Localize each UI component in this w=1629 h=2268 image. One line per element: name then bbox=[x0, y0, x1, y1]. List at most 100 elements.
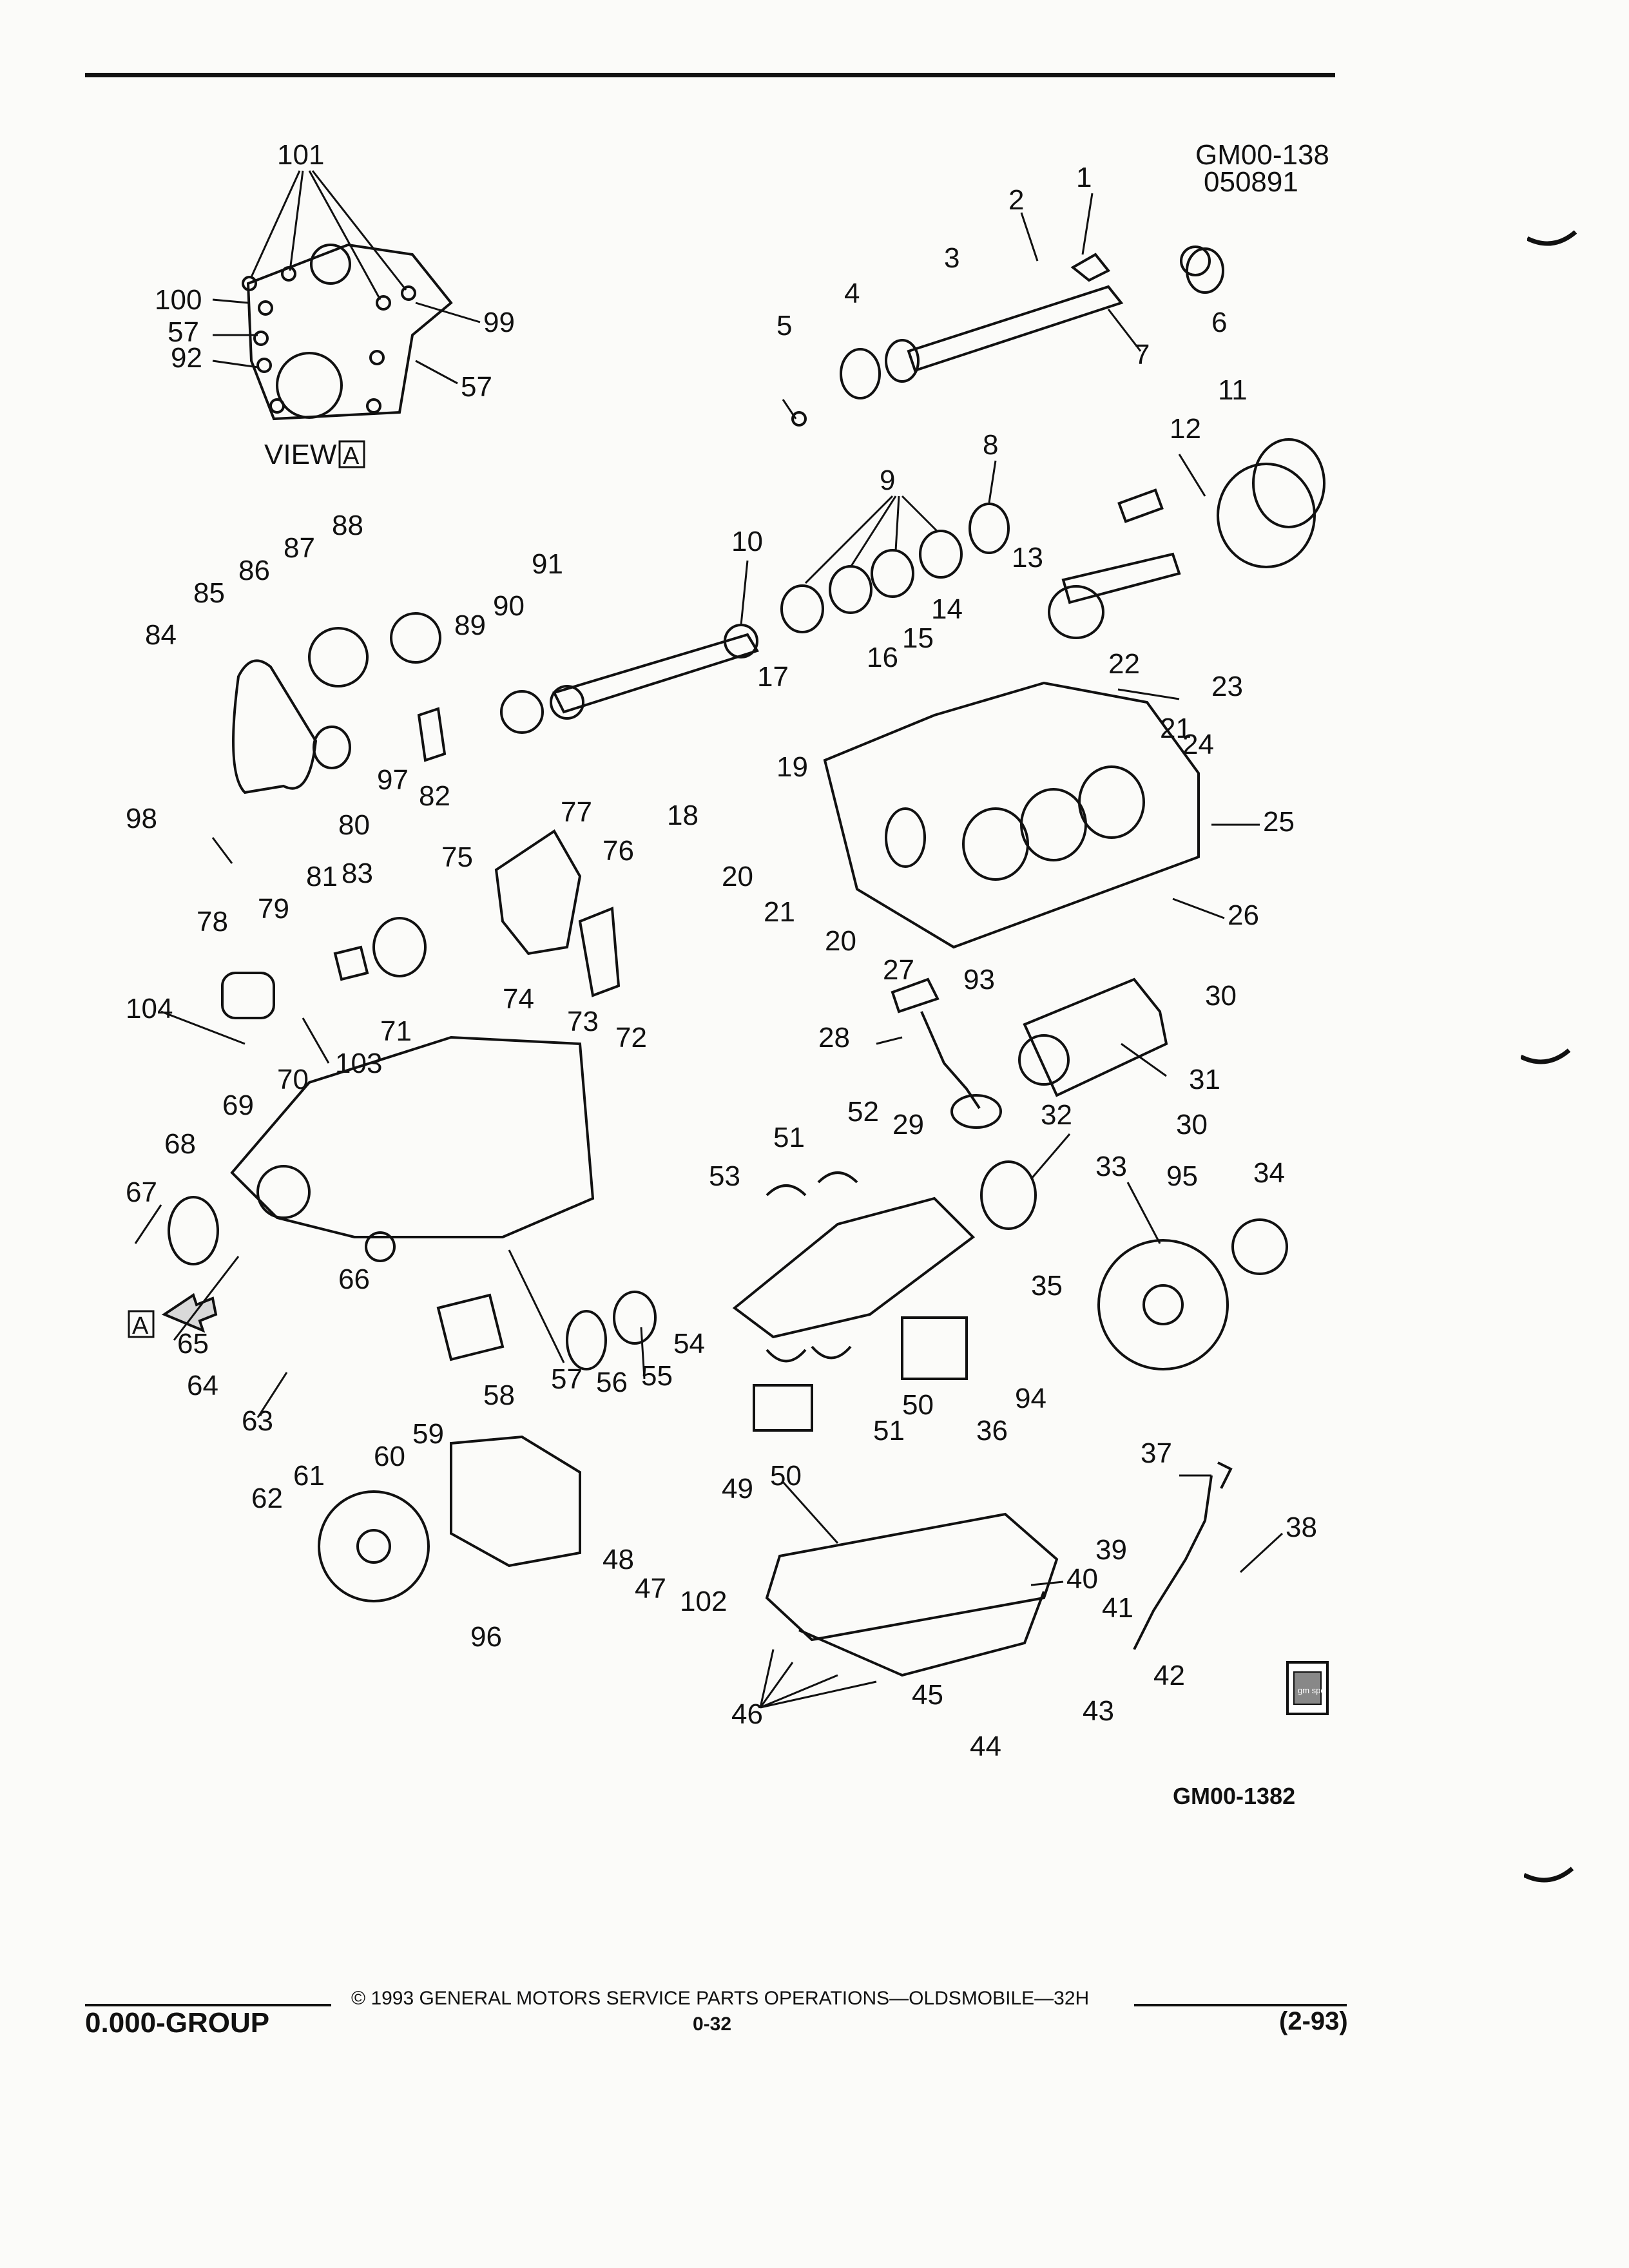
callout-57a: 57 bbox=[551, 1363, 583, 1395]
callout-62: 62 bbox=[251, 1483, 283, 1514]
callout-25: 25 bbox=[1263, 806, 1295, 838]
view-a-marker-box bbox=[128, 1310, 155, 1338]
view-a-arrow-icon bbox=[161, 1293, 218, 1333]
callout-2: 2 bbox=[1008, 184, 1024, 216]
callout-51a: 51 bbox=[773, 1122, 805, 1153]
callout-97: 97 bbox=[377, 764, 409, 796]
callout-88: 88 bbox=[332, 510, 363, 541]
camshaft bbox=[500, 624, 760, 734]
callout-64: 64 bbox=[187, 1370, 218, 1401]
binder-mark-1 bbox=[1527, 230, 1577, 246]
callout-32: 32 bbox=[1041, 1099, 1072, 1131]
piston-group bbox=[969, 438, 1325, 639]
flywheel bbox=[1097, 1218, 1288, 1370]
callout-98: 98 bbox=[126, 803, 157, 834]
footer-rule-left bbox=[85, 2004, 331, 2006]
callout-56: 56 bbox=[596, 1367, 628, 1398]
callout-37: 37 bbox=[1141, 1437, 1172, 1469]
callout-20b: 20 bbox=[825, 925, 856, 957]
callout-6: 6 bbox=[1211, 307, 1227, 338]
callout-35: 35 bbox=[1031, 1270, 1063, 1302]
callout-46: 46 bbox=[731, 1698, 763, 1730]
callout-29: 29 bbox=[892, 1109, 924, 1140]
callout-4: 4 bbox=[844, 278, 860, 309]
callout-34: 34 bbox=[1253, 1157, 1285, 1189]
diagram-code: GM00-138 bbox=[1195, 139, 1329, 171]
callout-7: 7 bbox=[1134, 339, 1150, 370]
callout-40: 40 bbox=[1066, 1563, 1098, 1595]
footer-revision: (2-93) bbox=[1279, 2007, 1348, 2035]
footer-rule-right bbox=[1134, 2004, 1347, 2006]
oil-pickup bbox=[891, 977, 1002, 1129]
callout-60: 60 bbox=[374, 1441, 405, 1472]
callout-30a: 30 bbox=[1205, 980, 1237, 1012]
callout-87: 87 bbox=[284, 532, 315, 564]
callout-15: 15 bbox=[902, 622, 934, 654]
starter-motor bbox=[1018, 977, 1168, 1097]
view-a-box-letter: A bbox=[343, 443, 360, 470]
callout-28: 28 bbox=[818, 1022, 850, 1053]
callout-66: 66 bbox=[338, 1264, 370, 1295]
callout-22: 22 bbox=[1108, 648, 1140, 680]
callout-5: 5 bbox=[776, 310, 792, 341]
callout-76: 76 bbox=[602, 835, 634, 867]
callout-13: 13 bbox=[1012, 542, 1043, 573]
callout-103: 103 bbox=[335, 1048, 382, 1079]
callout-71: 71 bbox=[380, 1015, 412, 1047]
callout-89: 89 bbox=[454, 610, 486, 641]
callout-99: 99 bbox=[483, 307, 515, 338]
callout-52: 52 bbox=[847, 1096, 879, 1128]
callout-3: 3 bbox=[944, 242, 959, 274]
leader-lines bbox=[134, 170, 1284, 1709]
gm-spo-badge: gm spo bbox=[1286, 1661, 1329, 1715]
callout-55: 55 bbox=[641, 1360, 673, 1392]
callout-20a: 20 bbox=[722, 861, 753, 892]
callout-36: 36 bbox=[976, 1415, 1008, 1446]
view-a-box bbox=[338, 440, 365, 468]
callout-93: 93 bbox=[963, 964, 995, 995]
callout-101: 101 bbox=[277, 139, 324, 171]
callout-14: 14 bbox=[931, 593, 963, 625]
callout-70: 70 bbox=[277, 1064, 309, 1095]
figure-code: GM00-1382 bbox=[1173, 1783, 1295, 1809]
callout-104: 104 bbox=[126, 993, 173, 1024]
binder-mark-2 bbox=[1521, 1048, 1571, 1064]
callout-59: 59 bbox=[412, 1418, 444, 1450]
callout-95: 95 bbox=[1166, 1160, 1198, 1192]
callout-47: 47 bbox=[635, 1573, 666, 1604]
callout-53: 53 bbox=[709, 1160, 740, 1192]
callout-65: 65 bbox=[177, 1328, 209, 1360]
callout-1: 1 bbox=[1076, 162, 1092, 193]
callout-21a: 21 bbox=[764, 896, 795, 928]
view-a-label: VIEW bbox=[264, 439, 337, 470]
callout-38: 38 bbox=[1286, 1512, 1317, 1543]
callout-30b: 30 bbox=[1176, 1109, 1208, 1140]
callout-48: 48 bbox=[602, 1544, 634, 1575]
view-a-marker-letter: A bbox=[132, 1312, 149, 1340]
timing-chain-set bbox=[232, 612, 447, 794]
callout-19: 19 bbox=[776, 751, 808, 783]
callout-90: 90 bbox=[493, 590, 525, 622]
callout-39: 39 bbox=[1095, 1534, 1127, 1566]
callout-10: 10 bbox=[731, 526, 763, 557]
callout-74: 74 bbox=[503, 983, 534, 1015]
callout-91: 91 bbox=[532, 548, 563, 580]
callout-92: 92 bbox=[171, 342, 202, 374]
callout-82: 82 bbox=[419, 780, 450, 812]
callout-94: 94 bbox=[1015, 1383, 1046, 1414]
main-bearings-caps bbox=[753, 1171, 968, 1432]
footer-page-number: 0-32 bbox=[693, 2013, 732, 2035]
callout-67: 67 bbox=[126, 1177, 157, 1208]
gm-spo-badge-text: gm spo bbox=[1298, 1686, 1325, 1695]
timing-cover-rear-view bbox=[242, 243, 453, 421]
callout-68: 68 bbox=[164, 1128, 196, 1160]
callout-54: 54 bbox=[673, 1328, 705, 1360]
callout-51b: 51 bbox=[873, 1415, 905, 1446]
callout-45: 45 bbox=[912, 1679, 943, 1711]
callout-11: 11 bbox=[1218, 374, 1248, 406]
binder-mark-3 bbox=[1524, 1867, 1574, 1883]
callout-58: 58 bbox=[483, 1379, 515, 1411]
callout-41: 41 bbox=[1102, 1592, 1133, 1624]
callout-50b: 50 bbox=[770, 1460, 802, 1492]
